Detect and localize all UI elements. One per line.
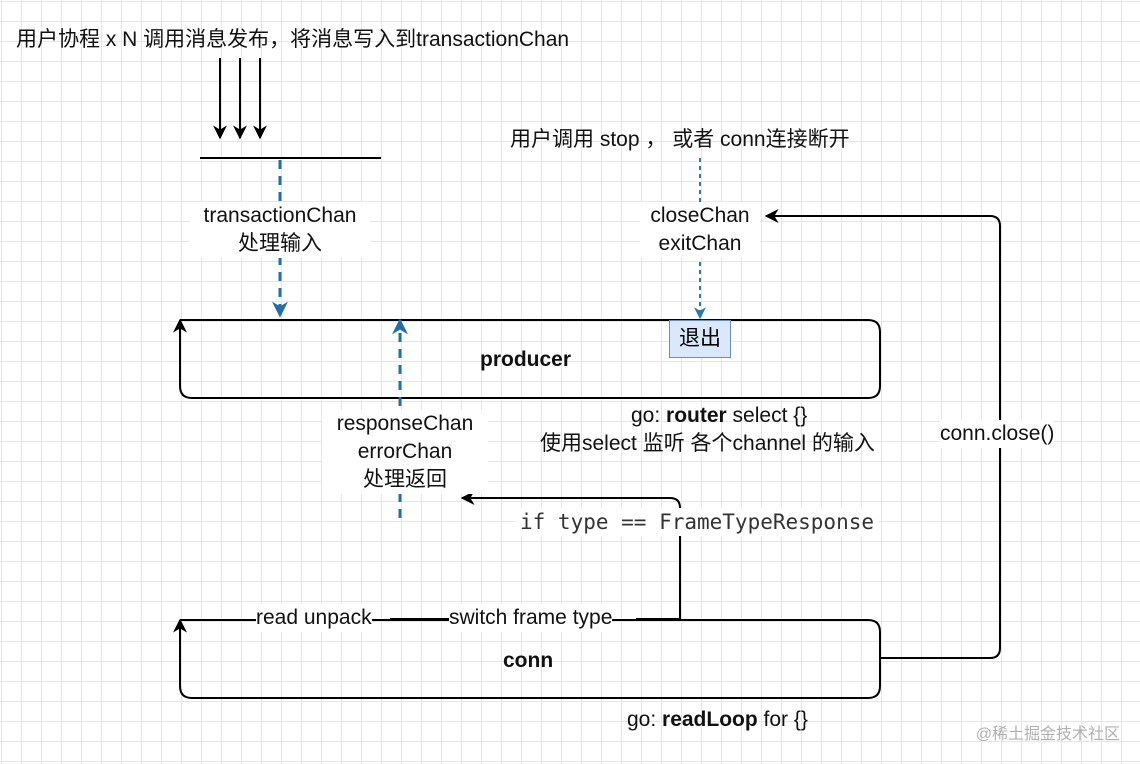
transaction-label: transactionChan 处理输入 <box>190 202 370 258</box>
conn-title: conn <box>503 649 554 672</box>
readloop-prefix: go: <box>627 708 663 731</box>
read-unpack-label: read unpack <box>256 604 372 632</box>
transaction-label-line1: transactionChan <box>203 204 357 227</box>
stop-note: 用户调用 stop ， 或者 conn连接断开 <box>510 128 850 151</box>
transaction-label-line2: 处理输入 <box>238 232 322 255</box>
router-suffix: select {} <box>726 404 808 427</box>
readloop-label: go: readLoop for {} <box>627 706 808 734</box>
producer-title: producer <box>480 348 572 371</box>
response-label-line3: 处理返回 <box>363 468 447 491</box>
response-label-line1: responseChan <box>336 412 474 435</box>
watermark: @稀土掘金技术社区 <box>975 726 1120 743</box>
top-title: 用户协程 x N 调用消息发布，将消息写入到transactionChan <box>16 28 570 51</box>
router-name: router <box>666 404 727 427</box>
exit-box: 退出 <box>669 320 731 358</box>
router-label: go: router select {} <box>631 402 807 430</box>
switch-frame-label: switch frame type <box>449 604 613 632</box>
router-description: 使用select 监听 各个channel 的输入 <box>540 432 875 455</box>
close-label: closeChan exitChan <box>640 202 760 258</box>
response-return-path <box>460 491 681 620</box>
readloop-name: readLoop <box>662 708 758 731</box>
if-type-label: if type == FrameTypeResponse <box>516 508 879 536</box>
readloop-suffix: for {} <box>757 708 808 731</box>
producer-loop <box>179 319 881 399</box>
router-prefix: go: <box>631 404 667 427</box>
close-label-line2: exitChan <box>658 232 742 255</box>
conn-close-label: conn.close() <box>940 420 1055 448</box>
conn-loop <box>179 619 881 699</box>
response-label-line2: errorChan <box>357 440 453 463</box>
close-label-line1: closeChan <box>650 204 750 227</box>
response-label: responseChan errorChan 处理返回 <box>322 410 488 494</box>
